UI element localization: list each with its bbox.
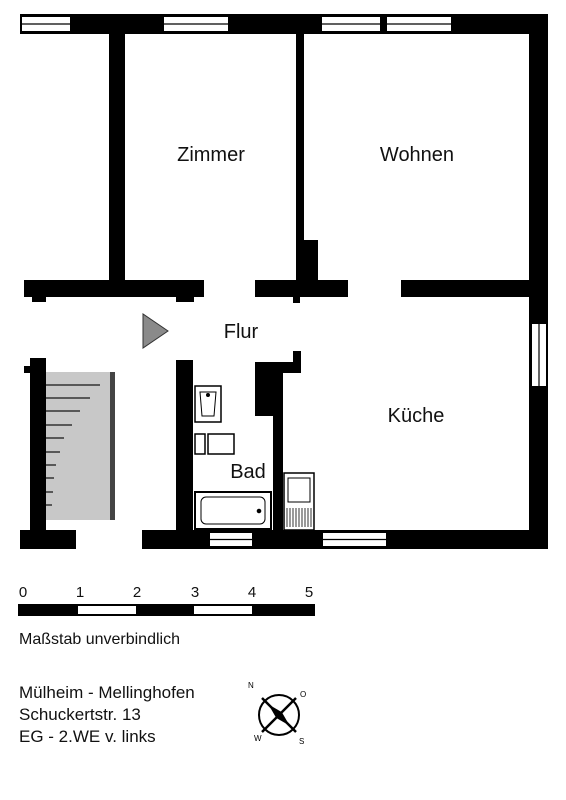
scale-tick-label: 2 [133, 584, 141, 601]
scale-tick-label: 5 [305, 584, 313, 601]
bad-left-wall [176, 360, 193, 540]
stair-wall [30, 358, 46, 538]
entry-arrow-icon [142, 313, 169, 349]
bathroom-fixtures [194, 385, 272, 530]
scale-disclaimer: Maßstab unverbindlich [19, 631, 180, 648]
compass-o: O [300, 690, 306, 699]
flur-corner-stub [293, 351, 301, 369]
bottom-wall-left [20, 530, 76, 549]
wall-stub-3 [293, 295, 300, 303]
window-top-4 [387, 17, 451, 31]
window-right-kueche [532, 324, 546, 386]
sink-icon [194, 385, 222, 423]
room-label-kueche: Küche [388, 405, 445, 427]
wohnen-door-stub [300, 240, 318, 288]
address-street: Schuckertstr. 13 [19, 705, 141, 724]
wall-stub-1 [32, 295, 46, 302]
wohnen-bottom-wall-right [401, 280, 548, 297]
toilet-icon [207, 433, 235, 455]
address-block: Mülheim - Mellinghofen Schuckertstr. 13 … [19, 682, 195, 748]
scale-tick-label: 1 [76, 584, 84, 601]
scale-tick-label: 0 [19, 584, 27, 601]
top-wall [20, 14, 548, 34]
zimmer-bottom-wall [24, 280, 204, 297]
toilet-tank-icon [194, 433, 206, 455]
compass-icon: N O S W [248, 681, 306, 746]
wall-stub-2 [176, 295, 194, 302]
windows [22, 17, 546, 546]
room-label-bad: Bad [230, 461, 266, 483]
window-bottom-kueche [323, 533, 386, 546]
window-top-3 [322, 17, 380, 31]
wohnen-bottom-wall-left [255, 280, 348, 297]
scale-bar: 0 1 2 3 4 5 [18, 584, 315, 616]
bathtub-icon [194, 491, 272, 530]
stair-wall-cap [24, 366, 34, 373]
compass-s: S [299, 737, 304, 746]
room-label-wohnen: Wohnen [380, 144, 454, 166]
room-label-zimmer: Zimmer [177, 144, 245, 166]
scale-tick-label: 4 [248, 584, 256, 601]
window-bottom-bad [210, 533, 252, 546]
compass-w: W [254, 734, 262, 743]
bad-kueche-wall [273, 372, 283, 540]
chimney [255, 372, 277, 416]
room-label-flur: Flur [224, 321, 259, 343]
window-top-2 [164, 17, 228, 31]
zimmer-wohnen-wall [296, 30, 304, 288]
kueche-top-wall [255, 362, 301, 373]
address-city: Mülheim - Mellinghofen [19, 683, 195, 702]
stove-icon [283, 472, 315, 531]
scale-tick-label: 3 [191, 584, 199, 601]
window-top-1 [22, 17, 70, 31]
zimmer-left-wall [109, 30, 125, 288]
address-unit: EG - 2.WE v. links [19, 727, 156, 746]
compass-n: N [248, 681, 254, 690]
staircase [46, 372, 115, 520]
